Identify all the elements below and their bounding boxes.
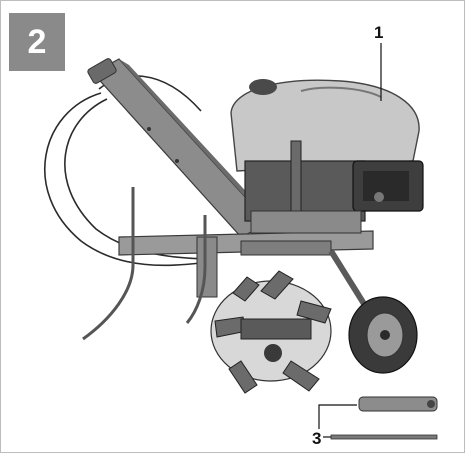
engine <box>230 79 424 234</box>
depth-stop <box>82 187 207 341</box>
figure-number-badge: 2 <box>9 13 65 71</box>
spark-plug-wrench <box>358 396 438 412</box>
callout-3-leader <box>318 404 357 438</box>
callout-number-1: 1 <box>374 23 384 42</box>
callout-number-3: 3 <box>312 429 322 448</box>
tommy-bar <box>330 434 438 440</box>
transport-wheel <box>328 249 418 374</box>
handlebar-tube <box>87 58 279 238</box>
tiller-tines <box>210 270 332 394</box>
